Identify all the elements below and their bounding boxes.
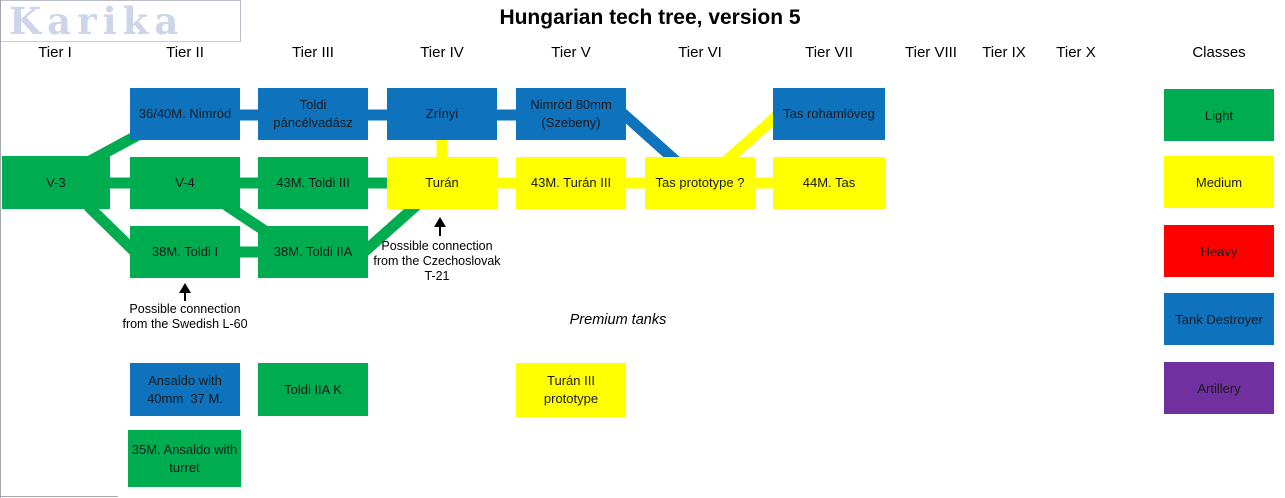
tank-node-tas-44m: 44M. Tas xyxy=(773,157,885,209)
legend-item-artillery: Artillery xyxy=(1164,362,1274,414)
legend-item-heavy: Heavy xyxy=(1164,225,1274,277)
tank-node-toldi-iia-k: Toldi IIA K xyxy=(258,363,368,416)
tier-header: Tier I xyxy=(38,44,72,61)
tier-header: Tier IX xyxy=(982,44,1026,61)
connector-tas-prototype-to-tas-rohamloveg xyxy=(722,109,783,166)
tank-node-v3: V-3 xyxy=(2,156,110,209)
tier-header: Tier X xyxy=(1056,44,1096,61)
connector-nimrod-80-to-tas-prototype xyxy=(615,105,680,166)
tier-header: Tier IV xyxy=(420,44,464,61)
window-left-border xyxy=(0,0,1,498)
tier-header: Tier V xyxy=(551,44,591,61)
tank-node-nimrod-80: Nimród 80mm (Szebeny) xyxy=(516,88,626,140)
tank-node-turan-iii-proto: Turán III prototype xyxy=(516,363,626,417)
annotation-arrow-head xyxy=(434,217,446,227)
legend-item-light: Light xyxy=(1164,89,1274,141)
window-bottom-border xyxy=(0,496,118,497)
tier-header: Tier VII xyxy=(805,44,853,61)
tank-node-turan-iii: 43M. Turán III xyxy=(516,157,626,209)
karika-logo: Karika xyxy=(1,0,241,42)
legend-item-tank_destroyer: Tank Destroyer xyxy=(1164,293,1274,345)
tank-node-toldi-iia: 38M. Toldi IIA xyxy=(258,226,368,278)
legend-item-medium: Medium xyxy=(1164,156,1274,208)
annotation-text-1: Possible connection from the Swedish L-6… xyxy=(122,302,248,331)
tier-header: Classes xyxy=(1192,44,1246,61)
tank-node-tas-rohamloveg: Tas rohamlöveg xyxy=(773,88,885,140)
tier-header: Tier VIII xyxy=(905,44,957,61)
tank-node-tas-prototype: Tas prototype ? xyxy=(645,157,755,209)
tank-node-toldi-pancel: Toldi páncélvadász xyxy=(258,88,368,140)
tier-header: Tier VI xyxy=(678,44,722,61)
tank-node-ansaldo-40mm: Ansaldo with 40mm 37 M. xyxy=(130,363,240,416)
connector-v3-to-toldi-i xyxy=(84,202,138,255)
tier-header: Tier III xyxy=(292,44,334,61)
tank-node-v4: V-4 xyxy=(130,157,240,209)
premium-tanks-label: Premium tanks xyxy=(569,312,667,328)
page-title: Hungarian tech tree, version 5 xyxy=(499,6,801,29)
tier-header: Tier II xyxy=(166,44,204,61)
tank-node-zrinyi: Zrínyi xyxy=(387,88,497,140)
karika-logo-text: Karika xyxy=(9,0,185,43)
tank-node-toldi-i: 38M. Toldi I xyxy=(130,226,240,278)
annotation-arrow-head xyxy=(179,283,191,293)
tank-node-ansaldo-35m: 35M. Ansaldo with turret xyxy=(128,430,241,487)
connector-toldi-iia-to-turan xyxy=(360,199,422,257)
tank-node-toldi-iii: 43M. Toldi III xyxy=(258,157,368,209)
annotation-text-2: Possible connection from the Czechoslova… xyxy=(373,239,501,283)
tank-node-turan: Turán xyxy=(387,157,497,209)
tank-node-nimrod: 36/40M. Nimród xyxy=(130,88,240,140)
